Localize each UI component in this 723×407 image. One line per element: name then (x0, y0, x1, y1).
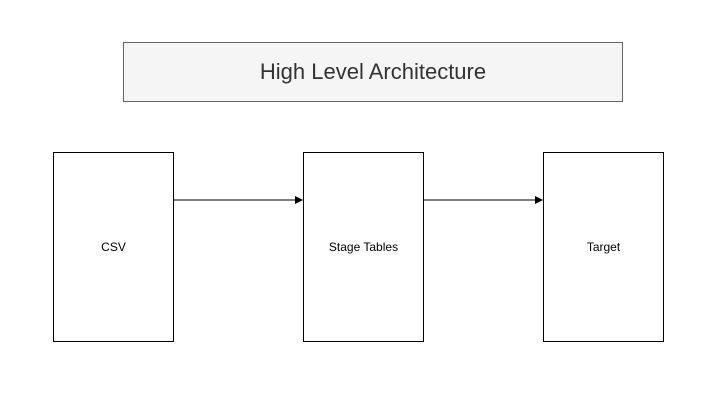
node-csv-label: CSV (101, 240, 126, 254)
node-target-label: Target (586, 240, 621, 254)
diagram-title-box: High Level Architecture (123, 42, 623, 102)
node-target: Target (543, 152, 664, 342)
node-csv: CSV (53, 152, 174, 342)
node-stage-tables: Stage Tables (303, 152, 424, 342)
diagram-title: High Level Architecture (259, 59, 487, 84)
node-stage-tables-label: Stage Tables (328, 240, 399, 254)
